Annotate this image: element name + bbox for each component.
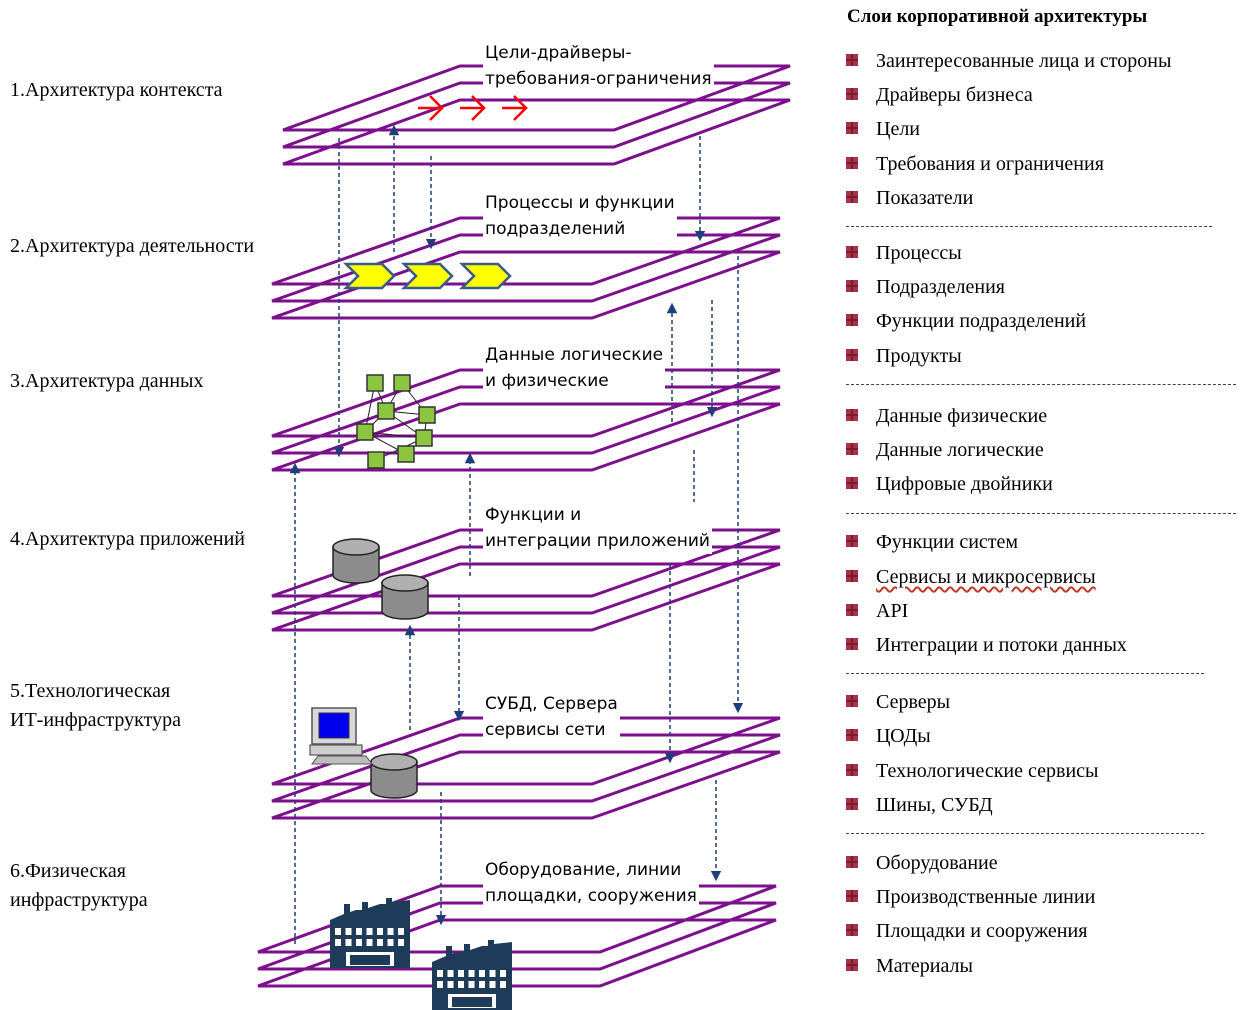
bullet-icon [846, 638, 858, 650]
red-arrow-icon [418, 95, 444, 121]
legend-item: Цифровые двойники [846, 473, 1053, 496]
bullet-icon [846, 88, 858, 100]
bullet-icon [846, 695, 858, 707]
layer-plane [271, 545, 781, 615]
legend-item: Серверы [846, 691, 950, 714]
legend-item: Продукты [846, 345, 962, 368]
database-cylinder-icon [381, 574, 429, 620]
legend-item: Показатели [846, 187, 973, 210]
layer-plane [271, 250, 781, 320]
bullet-icon [846, 729, 858, 741]
data-node-icon [418, 406, 436, 424]
bullet-icon [846, 764, 858, 776]
data-node-icon [393, 374, 411, 392]
layer-5-name: 5.Технологическая ИТ-инфраструктура [10, 680, 181, 731]
layer-1-caption: Цели-драйверы- требования-ограничения [483, 40, 714, 92]
database-cylinder-icon [332, 538, 380, 584]
bullet-icon [846, 604, 858, 616]
legend-item: Интеграции и потоки данных [846, 634, 1127, 657]
layer-plane [271, 402, 781, 472]
factory-icon [330, 898, 410, 968]
factory-icon [432, 940, 512, 1010]
bullet-icon [846, 54, 858, 66]
legend-title: Слои корпоративной архитектуры [847, 6, 1148, 27]
legend-item: Заинтересованные лица и стороны [846, 50, 1171, 73]
process-chevron-icon [342, 262, 396, 290]
bullet-icon [846, 890, 858, 902]
layer-plane [271, 385, 781, 455]
legend-item: Площадки и сооружения [846, 920, 1087, 943]
legend-item: Подразделения [846, 276, 1005, 299]
legend-divider [846, 384, 1236, 385]
legend-item: Оборудование [846, 852, 998, 875]
layer-3-name: 3.Архитектура данных [10, 370, 204, 392]
layer-plane [282, 81, 791, 149]
data-node-icon [367, 451, 385, 469]
layer-6-name: 6.Физическая инфраструктура [10, 860, 148, 911]
legend-item: ЦОДы [846, 725, 931, 748]
layer-2-name: 2.Архитектура деятельности [10, 235, 255, 257]
data-node-icon [356, 423, 374, 441]
data-node-icon [366, 374, 384, 392]
process-chevron-icon [400, 262, 454, 290]
database-cylinder-icon [370, 753, 418, 799]
layer-plane [271, 233, 781, 303]
bullet-icon [846, 798, 858, 810]
legend-item: Производственные линии [846, 886, 1095, 909]
legend-item: Функции систем [846, 531, 1018, 554]
bullet-icon [846, 409, 858, 421]
bullet-icon [846, 443, 858, 455]
layer-1-name: 1.Архитектура контекста [10, 79, 223, 101]
legend-divider [846, 833, 1204, 834]
legend-item: Цели [846, 118, 920, 141]
legend-item: Сервисы и микросервисы [846, 566, 1096, 589]
legend-divider [846, 226, 1212, 227]
process-chevron-icon [458, 262, 512, 290]
layer-2-caption: Процессы и функции подразделений [483, 190, 677, 242]
bullet-icon [846, 314, 858, 326]
legend-item: Данные логические [846, 439, 1044, 462]
layer-3-caption: Данные логические и физические [483, 342, 666, 394]
data-node-icon [397, 445, 415, 463]
data-node-icon [415, 429, 433, 447]
legend-divider [846, 673, 1204, 674]
bullet-icon [846, 924, 858, 936]
bullet-icon [846, 280, 858, 292]
layer-4-caption: Функции и интеграции приложений [483, 502, 712, 554]
layer-plane [282, 98, 791, 166]
legend-item: Драйверы бизнеса [846, 84, 1033, 107]
bullet-icon [846, 122, 858, 134]
legend-item: Материалы [846, 955, 973, 978]
bullet-icon [846, 157, 858, 169]
data-node-icon [377, 402, 395, 420]
layer-5-caption: СУБД, Сервера сервисы сети [483, 691, 620, 743]
layer-6-caption: Оборудование, линии площадки, сооружения [483, 857, 699, 909]
computer-icon [309, 707, 373, 765]
layer-decorations [309, 95, 528, 1010]
layer-4-name: 4.Архитектура приложений [10, 528, 245, 550]
legend-item: Технологические сервисы [846, 760, 1098, 783]
bullet-icon [846, 959, 858, 971]
legend-item: API [846, 600, 908, 623]
legend-divider [846, 513, 1236, 514]
bullet-icon [846, 535, 858, 547]
red-arrow-icon [460, 95, 486, 121]
bullet-icon [846, 349, 858, 361]
legend-item: Шины, СУБД [846, 794, 993, 817]
legend-item: Функции подразделений [846, 310, 1086, 333]
bullet-icon [846, 246, 858, 258]
legend-item: Данные физические [846, 405, 1047, 428]
bullet-icon [846, 570, 858, 582]
bullet-icon [846, 191, 858, 203]
red-arrow-icon [502, 95, 528, 121]
dependency-arrows [289, 124, 744, 944]
legend-item: Требования и ограничения [846, 153, 1104, 176]
bullet-icon [846, 477, 858, 489]
bullet-icon [846, 856, 858, 868]
legend-item: Процессы [846, 242, 962, 265]
